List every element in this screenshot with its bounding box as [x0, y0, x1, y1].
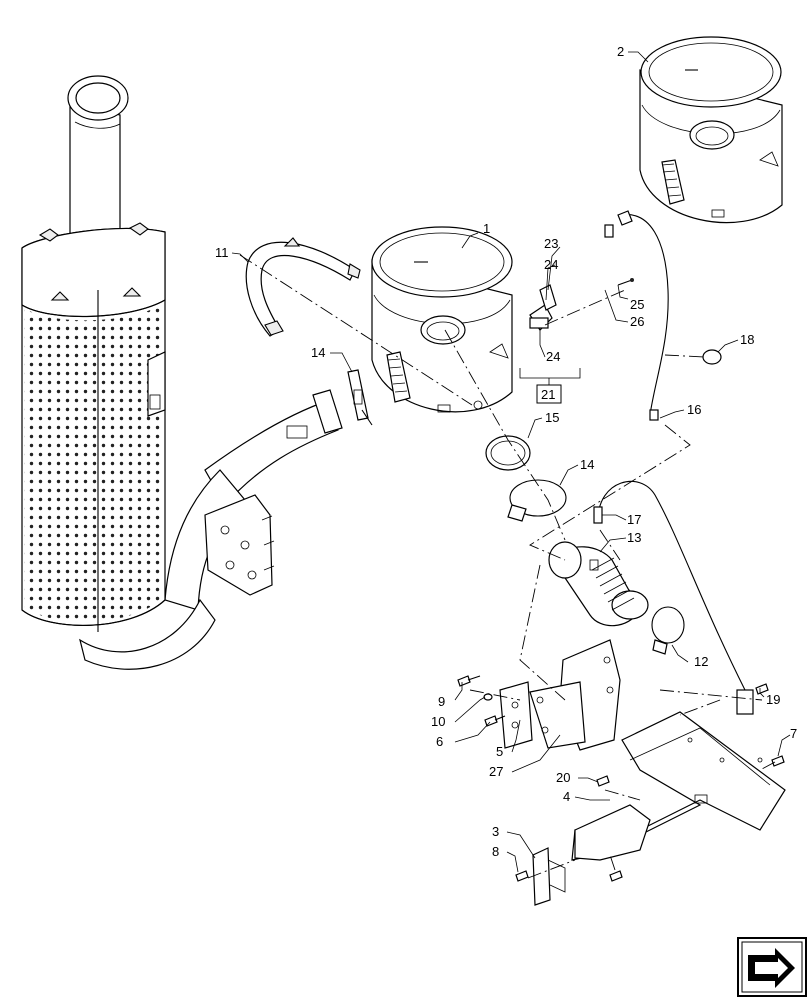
callout-26: 26 [630, 314, 644, 329]
base-frame [571, 711, 786, 861]
hose-clamp-lower [507, 479, 567, 522]
sensor-harness [593, 210, 754, 715]
fasteners [457, 675, 785, 882]
callout-8: 8 [492, 844, 499, 859]
callout-13: 13 [627, 530, 641, 545]
mount-plate [532, 847, 566, 906]
callout-25: 25 [630, 297, 644, 312]
callout-14-upper: 14 [311, 345, 325, 360]
callout-4: 4 [563, 789, 570, 804]
air-cleaner-main [371, 226, 513, 413]
callout-15: 15 [545, 410, 559, 425]
tie-ring [702, 349, 722, 365]
hose-clamp-upper [347, 369, 373, 426]
callout-14-lower: 14 [580, 457, 594, 472]
callout-16: 16 [687, 402, 701, 417]
callout-24-lower: 24 [546, 349, 560, 364]
callout-24-upper: 24 [544, 257, 558, 272]
callout-10: 10 [431, 714, 445, 729]
hose-elbow [548, 541, 649, 627]
callout-6: 6 [436, 734, 443, 749]
callout-27: 27 [489, 764, 503, 779]
callout-20: 20 [556, 770, 570, 785]
callout-17: 17 [627, 512, 641, 527]
air-cleaner-upper [639, 36, 783, 224]
seal-ring [485, 435, 531, 471]
callout-9: 9 [438, 694, 445, 709]
callout-12: 12 [694, 654, 708, 669]
callout-5: 5 [496, 744, 503, 759]
muffler-assembly [21, 75, 343, 670]
mounting-strap [245, 237, 361, 337]
callout-labels: 1 2 3 4 5 6 7 8 9 10 11 12 13 14 14 15 1… [215, 44, 797, 859]
callout-7: 7 [790, 726, 797, 741]
callout-3: 3 [492, 824, 499, 839]
arrow-exit-icon[interactable] [737, 937, 807, 997]
callout-23: 23 [544, 236, 558, 251]
callout-21-box [536, 384, 562, 404]
leader-lines [231, 51, 791, 873]
callout-1: 1 [483, 221, 490, 236]
assembly-lines [239, 254, 776, 879]
connector-bracket [529, 278, 634, 331]
callout-18: 18 [740, 332, 754, 347]
callout-21: 21 [541, 387, 555, 402]
callout-2: 2 [617, 44, 624, 59]
support-bracket [499, 639, 621, 751]
callout-11: 11 [215, 245, 229, 260]
hose-clamp-12 [651, 606, 685, 655]
callout-19: 19 [766, 692, 780, 707]
